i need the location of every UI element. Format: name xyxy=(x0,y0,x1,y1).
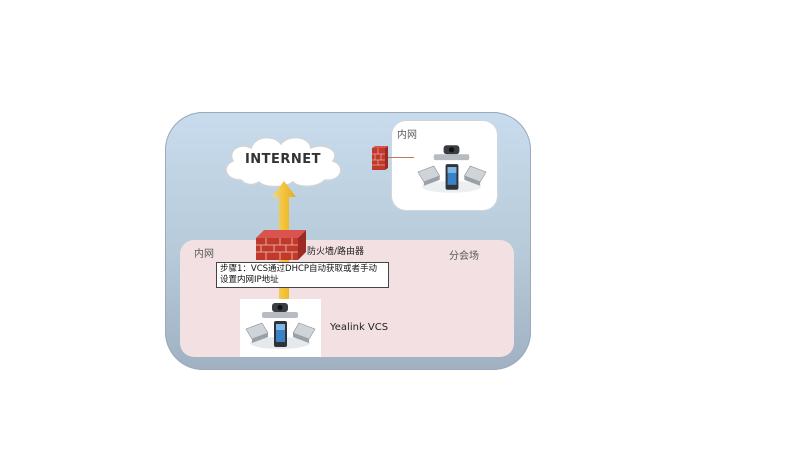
remote-firewall-icon xyxy=(372,146,388,170)
remote-video-conference-device-icon xyxy=(417,145,487,193)
video-conference-device-icon xyxy=(245,303,316,349)
remote-lan-box xyxy=(392,121,497,210)
device-label: Yealink VCS xyxy=(330,322,389,333)
firewall-link-line xyxy=(388,157,414,158)
remote-lan-label: 内网 xyxy=(397,130,417,141)
internet-label: INTERNET xyxy=(244,151,322,167)
branch-site-zone xyxy=(180,240,514,357)
firewall-icon xyxy=(256,230,306,260)
internet-cloud-icon xyxy=(225,136,342,188)
firewall-label: 防火墙/路由器 xyxy=(307,247,365,257)
branch-lan-label: 内网 xyxy=(194,249,214,260)
step1-note: 步骤1：VCS通过DHCP自动获取或者手动设置内网IP地址 xyxy=(216,262,389,288)
branch-site-label: 分会场 xyxy=(449,251,479,262)
